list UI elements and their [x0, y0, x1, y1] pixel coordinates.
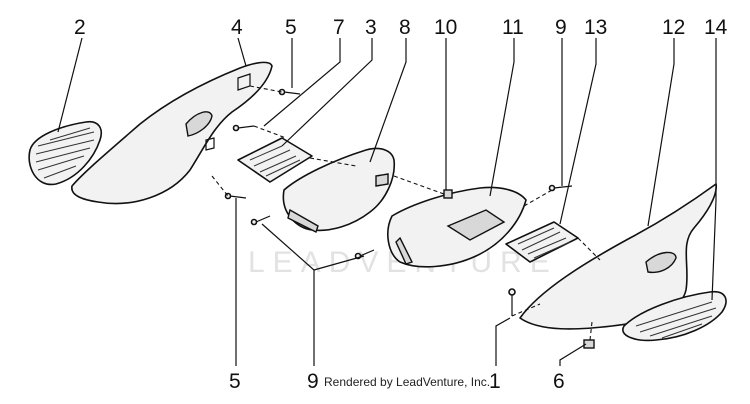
- callout-7: 7: [333, 16, 345, 39]
- part-3-grille: [237, 137, 313, 183]
- callout-2: 2: [74, 16, 86, 39]
- credit-text: Rendered by LeadVenture, Inc.: [324, 375, 490, 389]
- callout-8: 8: [399, 16, 411, 39]
- callout-leaders: [57, 37, 717, 366]
- assembly-lines: [211, 85, 601, 341]
- callout-9-bottom: 9: [307, 370, 319, 393]
- callout-1: 1: [489, 370, 501, 393]
- callout-9-top: 9: [555, 16, 567, 39]
- callout-labels: 2 4 5 7 3 8 10 11 9 13 12 14 5 9 1 6: [74, 16, 728, 393]
- callout-4: 4: [231, 16, 243, 39]
- part-11-lower-center-panel: [387, 186, 527, 268]
- callout-5-bottom: 5: [229, 370, 241, 393]
- callout-11: 11: [502, 16, 524, 39]
- callout-3: 3: [365, 16, 377, 39]
- callout-5-top: 5: [285, 16, 297, 39]
- part-4-left-side-panel: [71, 61, 273, 205]
- part-12-right-side-panel: [519, 183, 717, 330]
- part-2-left-floor-mat: [28, 120, 102, 186]
- part-8-center-panel: [282, 147, 395, 233]
- callout-13: 13: [584, 16, 607, 39]
- callout-12: 12: [662, 16, 685, 39]
- callout-14: 14: [704, 16, 728, 39]
- callout-6: 6: [553, 370, 565, 393]
- callout-10: 10: [434, 16, 457, 39]
- part-14-right-floor-mat: [622, 290, 727, 342]
- screws: [224, 88, 595, 349]
